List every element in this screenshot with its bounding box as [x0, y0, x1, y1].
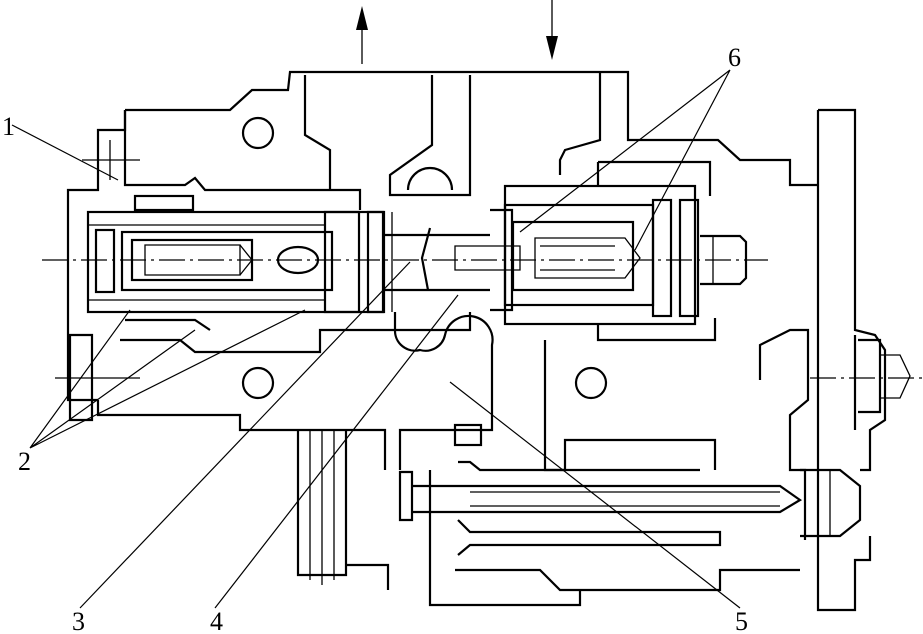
callout-1: 1	[2, 112, 15, 141]
housing-outline	[66, 70, 818, 402]
callout-4: 4	[210, 607, 223, 634]
callout-5: 5	[735, 607, 748, 634]
outlet-arrow	[356, 6, 368, 64]
left-piston-assembly	[86, 194, 393, 314]
callout-2: 2	[18, 447, 31, 476]
leader-lines	[11, 69, 741, 609]
left-stud-bolt	[55, 140, 140, 422]
centre-lines	[42, 259, 923, 379]
callout-3: 3	[72, 607, 85, 634]
lower-stem-fins	[296, 430, 390, 590]
pivot-holes	[241, 116, 608, 400]
right-flange	[816, 108, 911, 612]
inlet-arrow	[546, 0, 558, 60]
lower-body	[96, 314, 717, 472]
callout-6: 6	[728, 43, 741, 72]
right-valve-assembly	[454, 160, 748, 342]
lower-bolt-assembly	[398, 328, 862, 607]
